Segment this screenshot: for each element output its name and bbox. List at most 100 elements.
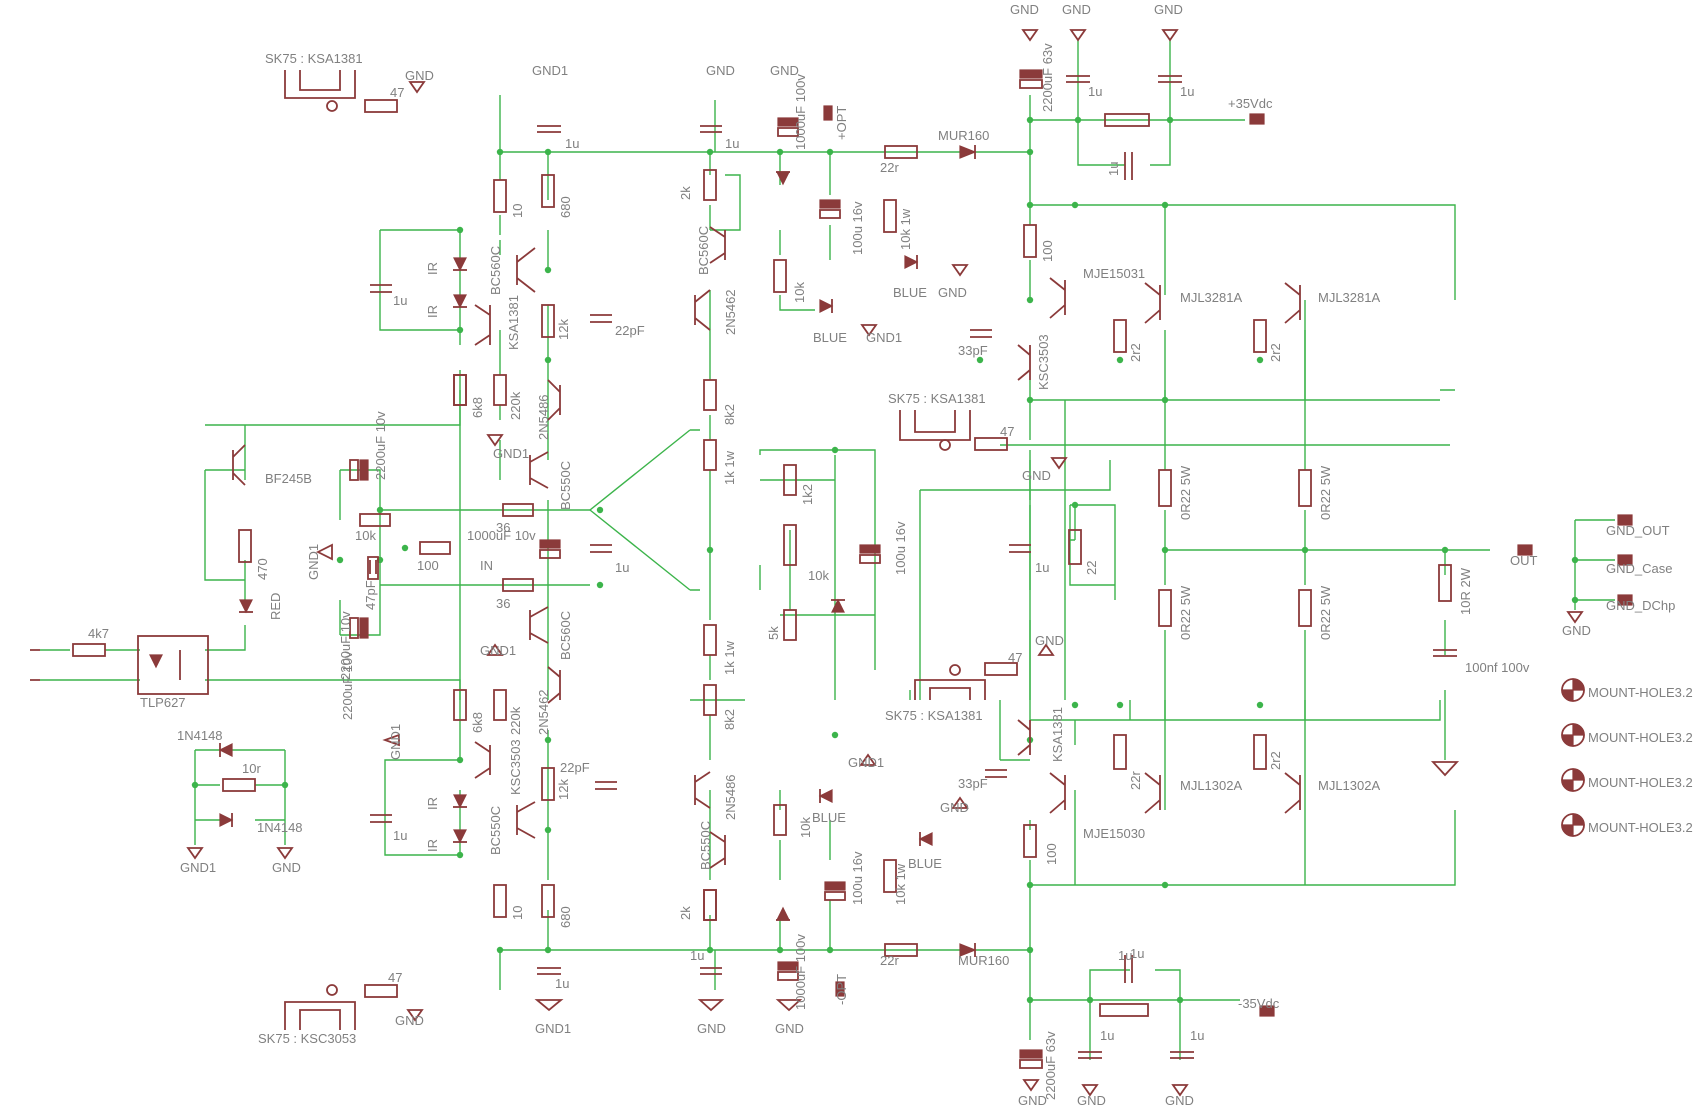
label-c47pf: 47pF — [363, 580, 378, 610]
label-c1u-top-b: 1u — [725, 136, 739, 151]
resistors — [72, 99, 1452, 1017]
label-r680-bot: 680 — [558, 906, 573, 928]
label-gnd-sk-top: GND — [405, 68, 434, 83]
label-gnd-bl: GND — [272, 860, 301, 875]
label-blue-top: BLUE — [813, 330, 847, 345]
label-gnd-top-b: GND — [706, 63, 735, 78]
label-c1000uf-bot: 1000uF 100v — [793, 934, 808, 1010]
label-r4k7: 4k7 — [88, 626, 109, 641]
label-c2200uf63v-bot: 2200uF 63v — [1043, 1031, 1058, 1100]
label-r22-mid: 22 — [1084, 561, 1099, 575]
label-bc560c-mid: BC560C — [558, 611, 573, 660]
label-gnd-top-f: GND — [1154, 2, 1183, 17]
label-c1u-bot-f: 1u — [1130, 946, 1144, 961]
label-q2n5462-top: 2N5462 — [723, 289, 738, 335]
label-c1u-bot-d: 1u — [1100, 1028, 1114, 1043]
label-v35-top: +35Vdc — [1228, 96, 1273, 111]
label-c1u-top-e: 1u — [1106, 162, 1121, 176]
label-r100-top: 100 — [1040, 240, 1055, 262]
label-ksc3503-bot: KSC3503 — [508, 739, 523, 795]
label-r10k-bot: 10k — [798, 817, 813, 838]
label-gnd-top-c: GND — [770, 63, 799, 78]
label-gnd1-mid-top: GND1 — [493, 446, 529, 461]
label-gnd-bot-c: GND — [775, 1021, 804, 1036]
label-sk75-ksa1381-mid: SK75 : KSA1381 — [888, 391, 986, 406]
label-r10r: 10r — [242, 761, 261, 776]
label-r8k2-top: 8k2 — [722, 404, 737, 425]
label-r100-bot: 100 — [1044, 843, 1059, 865]
label-r2k-bot: 2k — [678, 906, 693, 920]
label-ir-3: IR — [425, 797, 440, 810]
label-mh1: MOUNT-HOLE3.2 — [1588, 685, 1693, 700]
label-bc560c-top2: BC560C — [696, 226, 711, 275]
label-bf245b: BF245B — [265, 471, 312, 486]
label-ksa1381-q: KSA1381 — [506, 295, 521, 350]
label-gnd1-bot-left: GND1 — [388, 724, 403, 760]
label-r220k-bot: 220k — [508, 706, 523, 735]
label-r47-sk-bl: 47 — [388, 970, 402, 985]
label-opt-bot: -OPT — [834, 974, 849, 1005]
label-r10k1w-bot: 10k 1w — [893, 863, 908, 905]
label-r22r-top: 22r — [880, 160, 899, 175]
label-mje15030: MJE15030 — [1083, 826, 1145, 841]
label-sk75-ksa1381-bot: SK75 : KSA1381 — [885, 708, 983, 723]
label-gnd1-bl: GND1 — [180, 860, 216, 875]
label-v35-bot: -35Vdc — [1238, 996, 1280, 1011]
label-mur160-bot: MUR160 — [958, 953, 1009, 968]
label-c1u-bot-e: 1u — [1190, 1028, 1204, 1043]
label-c1u-top-d: 1u — [1180, 84, 1194, 99]
label-r220k-top: 220k — [508, 391, 523, 420]
label-mjl1302a-2: MJL1302A — [1318, 778, 1380, 793]
label-red-led: RED — [268, 593, 283, 620]
label-gnd1-bot-led: GND1 — [848, 755, 884, 770]
label-c1u-left-top: 1u — [393, 293, 407, 308]
label-opt-top: +OPT — [834, 106, 849, 140]
label-c1000uf10v: 1000uF 10v — [467, 528, 536, 543]
label-blue-bot: BLUE — [812, 810, 846, 825]
label-bc550c-bot2: BC550C — [698, 821, 713, 870]
label-r1k2: 1k2 — [800, 484, 815, 505]
label-r47-sk-bot: 47 — [1008, 650, 1022, 665]
label-in-label: IN — [480, 558, 493, 573]
label-sk75-ksc3053: SK75 : KSC3053 — [258, 1031, 356, 1046]
label-c2200uf10v-top: 2200uF 10v — [373, 411, 388, 480]
label-r470: 470 — [255, 558, 270, 580]
potentiometers — [703, 169, 797, 921]
label-r47-sk-top: 47 — [390, 85, 404, 100]
label-gnd-bot-d: GND — [1018, 1093, 1047, 1108]
label-r36-bot: 36 — [496, 596, 510, 611]
label-gnd-bot-e: GND — [1077, 1093, 1106, 1108]
label-c100nf: 100nf 100v — [1465, 660, 1530, 675]
label-r10k-top: 10k — [792, 282, 807, 303]
label-gnd-bot-led: GND — [940, 800, 969, 815]
label-r22r-bot: 22r — [1128, 771, 1143, 790]
label-gnd1-bot-a: GND1 — [535, 1021, 571, 1036]
ground-symbols — [186, 29, 1584, 1097]
label-bc550c-top: BC550C — [558, 461, 573, 510]
label-r22r-bot2: 22r — [880, 953, 899, 968]
label-d1n4148-1: 1N4148 — [177, 728, 223, 743]
label-c1u-bot-b: 1u — [555, 976, 569, 991]
label-r0r22-2: 0R22 5W — [1318, 465, 1333, 520]
label-r6k8-bot: 6k8 — [470, 712, 485, 733]
label-r0r22-3: 0R22 5W — [1178, 585, 1193, 640]
label-r10-bot: 10 — [510, 906, 525, 920]
label-blue-bot2: BLUE — [908, 856, 942, 871]
label-mjl1302a-1: MJL1302A — [1180, 778, 1242, 793]
label-c33pf-bot: 33pF — [958, 776, 988, 791]
label-c1u-top-a: 1u — [565, 136, 579, 151]
label-gnd-bot-f: GND — [1165, 1093, 1194, 1108]
label-r1k1w-bot: 1k 1w — [722, 640, 737, 675]
label-mh3: MOUNT-HOLE3.2 — [1588, 775, 1693, 790]
label-q2n5486-top: 2N5486 — [536, 394, 551, 440]
mount-holes — [1561, 678, 1585, 837]
heatsink-symbols — [284, 70, 986, 1030]
label-gnd-bot-b: GND — [697, 1021, 726, 1036]
label-r2r2-top-b: 2r2 — [1268, 343, 1283, 362]
label-gnd1-left: GND1 — [306, 544, 321, 580]
label-gnd-dchp: GND_DChp — [1606, 598, 1675, 613]
label-gnd-top-e: GND — [1062, 2, 1091, 17]
label-gnd-out: GND_OUT — [1606, 523, 1670, 538]
label-r2r2-top-a: 2r2 — [1128, 343, 1143, 362]
